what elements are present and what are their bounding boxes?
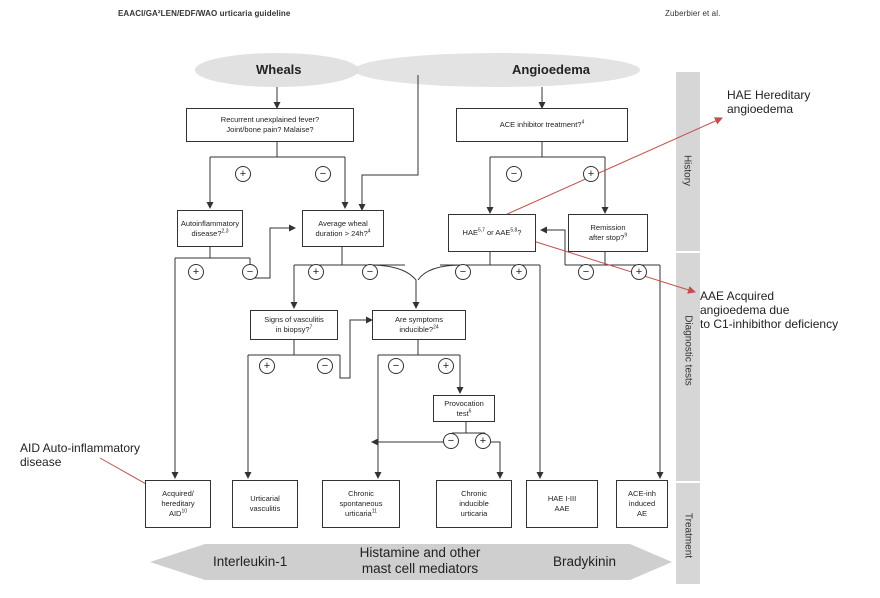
inducible-box: Are symptoms inducible?24 [372,310,466,340]
ace-inh-result-box: ACE-inh induced AE [616,480,668,528]
mediator-band [150,544,672,580]
minus-sign: − [362,264,378,280]
plus-sign: + [511,264,527,280]
minus-sign: − [443,433,459,449]
plus-sign: + [583,166,599,182]
ace-inhibitor-box: ACE inhibitor treatment?4 [456,108,628,142]
provocation-test-box: Provocation test6 [433,395,495,422]
minus-sign: − [578,264,594,280]
minus-sign: − [242,264,258,280]
autoinflammatory-box: Autoinflammatory disease?2,3 [177,210,243,247]
bradykinin-label: Bradykinin [553,554,617,569]
hae-aae-result-box: HAE I-III AAE [526,480,598,528]
minus-sign: − [388,358,404,374]
plus-sign: + [259,358,275,374]
urticarial-vasculitis-box: Urticarial vasculitis [232,480,298,528]
side-bar [676,72,700,584]
minus-sign: − [317,358,333,374]
fever-question-box: Recurrent unexplained fever? Joint/bone … [186,108,354,142]
interleukin-label: Interleukin-1 [213,554,288,569]
hae-aae-box: HAE5,7 or AAE5,8? [448,214,536,252]
guideline-title: EAACI/GA²LEN/EDF/WAO urticaria guideline [118,9,291,18]
plus-sign: + [438,358,454,374]
angioedema-ellipse [354,53,640,87]
plus-sign: + [631,264,647,280]
aid-annotation: AID Auto-inflammatory disease [20,441,141,469]
plus-sign: + [475,433,491,449]
chronic-spontaneous-urticaria-box: Chronic spontaneous urticaria11 [322,480,400,528]
angioedema-label: Angioedema [512,62,591,77]
minus-sign: − [506,166,522,182]
acquired-aid-box: Acquired/ hereditary AID10 [145,480,211,528]
wheals-ellipse [195,53,359,87]
chronic-inducible-urticaria-box: Chronic inducible urticaria [436,480,512,528]
plus-sign: + [188,264,204,280]
histamine-label: Histamine and other mast cell mediators [359,545,481,576]
minus-sign: − [455,264,471,280]
history-label: History [681,154,693,187]
wheal-duration-box: Average wheal duration > 24h?4 [302,210,384,247]
plus-sign: + [235,166,251,182]
plus-sign: + [308,264,324,280]
hae-annotation: HAE Hereditary angioedema [727,88,811,116]
treatment-label: Treatment [682,512,694,559]
minus-sign: − [315,166,331,182]
remission-box: Remission after stop?9 [568,214,648,252]
authors: Zuberbier et al. [665,9,721,18]
diagnostic-tests-label: Diagnostic tests [682,315,694,386]
vasculitis-signs-box: Signs of vasculitis in biopsy?7 [250,310,338,340]
aae-annotation: AAE Acquired angioedema due to C1-inhibi… [700,289,839,331]
wheals-label: Wheals [256,62,302,77]
